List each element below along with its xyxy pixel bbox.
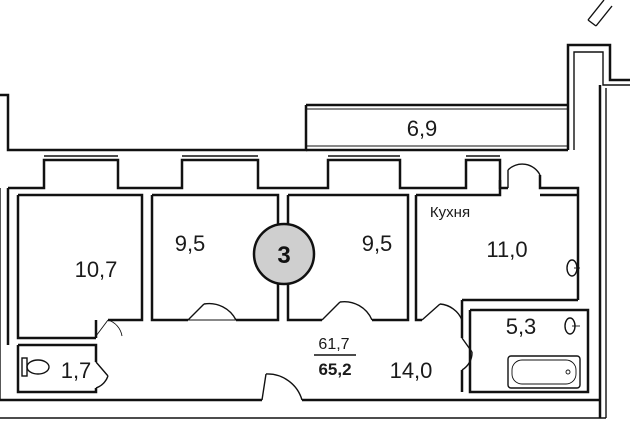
badge-number: 3	[277, 242, 290, 269]
hallway-area: 14,0	[390, 358, 433, 383]
room-middle-right-area: 9,5	[362, 231, 393, 256]
kitchen-area: 11,0	[486, 237, 527, 262]
kitchen-sink-fixture	[566, 259, 580, 277]
bathroom-area: 5,3	[506, 314, 537, 339]
room-left-area: 10,7	[75, 257, 118, 282]
total-area: 65,2	[318, 360, 351, 379]
rooms-count-badge: 3	[252, 222, 316, 286]
fixtures	[21, 259, 581, 389]
toilet-area: 1,7	[61, 358, 92, 383]
toilet-fixture	[21, 357, 50, 377]
bathroom-sink-fixture	[564, 317, 580, 335]
bathtub-fixture	[507, 355, 581, 389]
total-living-area: 61,7	[318, 336, 349, 353]
doors	[95, 163, 541, 401]
room-middle-left-area: 9,5	[175, 231, 206, 256]
walls	[0, 0, 630, 419]
room-labels: 10,7 9,5 9,5 Кухня 11,0 6,9 1,7 14,0 5,3	[61, 116, 537, 383]
balcony-area: 6,9	[407, 116, 438, 141]
badge-circle	[252, 222, 316, 286]
kitchen-name: Кухня	[430, 204, 470, 221]
area-totals: 61,7 65,2	[314, 336, 356, 379]
